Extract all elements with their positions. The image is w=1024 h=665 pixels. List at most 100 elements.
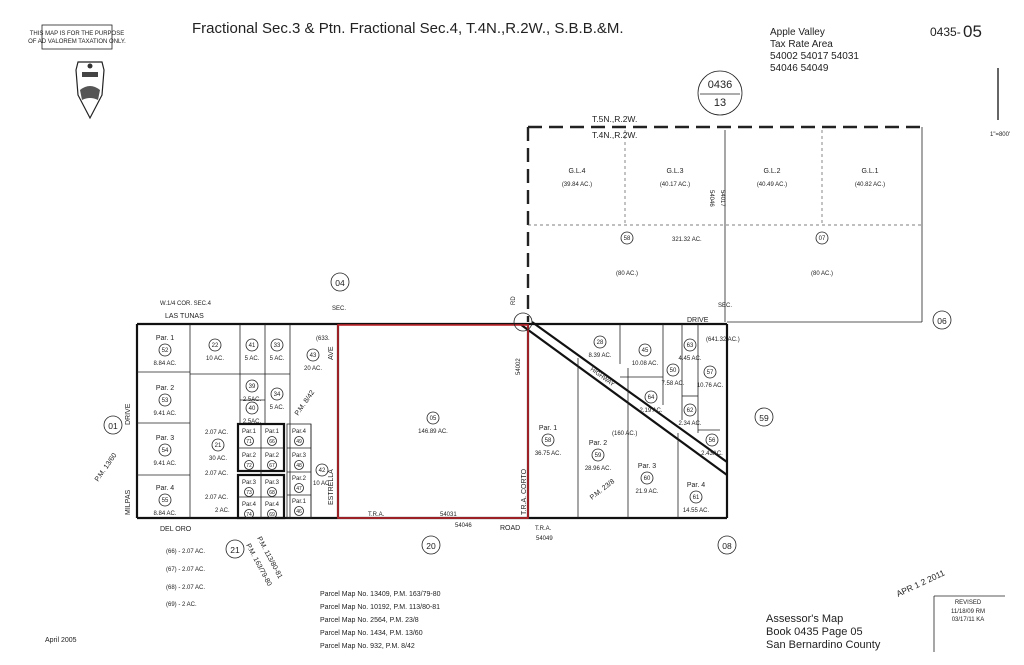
gov-lot[interactable]: G.L.2(40.49 AC.) — [757, 168, 787, 188]
street-ave: AVE — [328, 346, 335, 360]
parcel-number: 59 — [595, 453, 602, 459]
parcel-acres: 9.41 AC. — [153, 411, 176, 417]
small-parcel[interactable]: Par.4 74 — [242, 502, 257, 519]
parcel-number: 28 — [597, 340, 604, 346]
parcel-40[interactable]: 402.5AC. — [243, 401, 262, 425]
street-las-tunas: LAS TUNAS — [165, 313, 204, 320]
street-estrella: ESTRELLA — [328, 469, 335, 505]
small-parcel[interactable]: Par.267 — [265, 453, 280, 470]
parcel-34[interactable]: 345 AC. — [270, 387, 285, 411]
small-parcel[interactable]: Par.373 — [242, 480, 257, 497]
gov-lot[interactable]: G.L.3 (40.17 AC.) — [660, 168, 690, 188]
adjacent-map-04[interactable]: 04 — [330, 272, 350, 292]
svg-text:(40.82 AC.): (40.82 AC.) — [855, 182, 885, 188]
tra-code: 54049 — [536, 536, 553, 542]
acres: (160 AC.) — [612, 431, 637, 437]
adjacent-map-59[interactable]: 59 — [754, 407, 774, 427]
parcel-acres: 5 AC. — [245, 356, 260, 362]
adjacent-map-0436[interactable] — [697, 70, 743, 116]
parcel-58-upper[interactable]: 58 — [620, 231, 634, 245]
parcel-number-circle — [158, 493, 172, 507]
small-parcel[interactable]: Par.247 — [292, 476, 307, 493]
highlighted-parcel-05[interactable] — [337, 324, 529, 519]
parcel-acres: 8.39 AC. — [588, 353, 611, 359]
small-parcel[interactable]: Par.348 — [292, 453, 307, 470]
parcel-number-circle — [541, 433, 555, 447]
tra-code: 54002 — [516, 358, 522, 375]
gov-lot[interactable]: G.L.1(40.82 AC.) — [855, 168, 885, 188]
footer-title: Assessor's Map — [766, 613, 843, 625]
adjacent-map-01[interactable]: 01 — [103, 415, 123, 435]
parcel-number-circle — [426, 411, 440, 425]
parcel-number-circle — [294, 506, 304, 516]
parcel-number: 64 — [648, 395, 655, 401]
parcel-acres: 10.76 AC. — [697, 383, 724, 389]
svg-text:06: 06 — [937, 316, 947, 326]
small-parcel[interactable]: Par.146 — [292, 499, 307, 516]
small-parcel[interactable]: Par.166 — [265, 429, 280, 446]
small-parcel[interactable]: Par.272 — [242, 453, 257, 470]
small-parcel-number: 74 — [246, 512, 252, 518]
small-parcel[interactable]: Par.368 — [265, 480, 280, 497]
adjacent-map-08[interactable]: 08 — [717, 535, 737, 555]
street-del-oro: DEL ORO — [160, 526, 192, 533]
upper-total-acres: 321.32 AC. — [672, 237, 702, 243]
revised-date: 11/18/09 RM — [951, 609, 985, 615]
small-parcel[interactable]: Par.449 — [292, 429, 307, 446]
small-parcel-number: 48 — [296, 463, 302, 469]
parcel-33[interactable]: 335 AC. — [270, 338, 285, 362]
small-parcel[interactable]: Par.171 — [242, 429, 257, 446]
parcel-number-circle — [211, 438, 225, 452]
parcel-label: Par. 3 — [638, 463, 656, 470]
parcel-50[interactable]: 507.58 AC. — [661, 363, 685, 387]
svg-text:G.L.3: G.L.3 — [666, 168, 683, 175]
parcel-number-circle — [294, 460, 304, 470]
parcel-63[interactable]: 634.45 AC. — [678, 338, 702, 362]
parcel-64[interactable]: 642.19 AC. — [639, 390, 663, 414]
parcel-label: Par. 1 — [539, 425, 557, 432]
parcel-acres: 4.45 AC. — [678, 356, 701, 362]
parcel-39[interactable]: 392.5AC. — [243, 379, 262, 403]
svg-text:(40.17 AC.): (40.17 AC.) — [660, 182, 690, 188]
parcel-number-circle — [294, 436, 304, 446]
parcel-07[interactable]: 07 — [815, 231, 829, 245]
parcel-28[interactable]: 28 8.39 AC. — [588, 335, 612, 359]
tax-rate-area-label: Tax Rate Area — [770, 39, 833, 50]
small-parcel-number: 49 — [296, 439, 302, 445]
acres: 2.07 AC. — [205, 430, 228, 436]
parcel-56[interactable]: 562.43AC. — [701, 433, 723, 457]
adjacent-map-21[interactable]: 21 — [225, 539, 245, 559]
parcel-number-circle — [593, 335, 607, 349]
small-parcel-label: Par.4 — [242, 502, 257, 508]
page-title: Fractional Sec.3 & Ptn. Fractional Sec.4… — [192, 20, 624, 37]
parcel-number-circle — [267, 487, 277, 497]
parcel-41[interactable]: 415 AC. — [245, 338, 260, 362]
parcel-62[interactable]: 622.34 AC. — [678, 403, 702, 427]
parcel-number: 42 — [319, 468, 326, 474]
parcel-number-circle — [244, 436, 254, 446]
tax-rate-codes: 54046 54049 — [770, 63, 829, 74]
acres: (80 AC.) — [811, 271, 833, 277]
gov-lot[interactable]: G.L.4(39.84 AC.) — [562, 168, 592, 188]
small-parcel[interactable]: Par.469 — [265, 502, 280, 519]
adjacent-map-20[interactable]: 20 — [421, 535, 441, 555]
footer-county: San Bernardino County — [766, 639, 881, 651]
adjacent-map-06[interactable]: 06 — [932, 310, 952, 330]
revised-date: 03/17/11 KA — [952, 617, 985, 623]
